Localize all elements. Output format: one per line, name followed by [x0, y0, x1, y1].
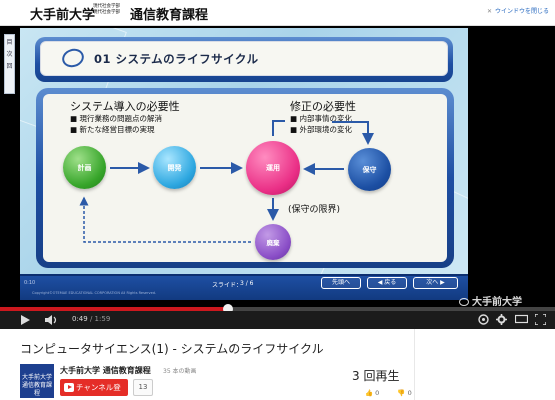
intro-item: ■ 現行業務の問題点の解消: [70, 114, 162, 123]
like-button[interactable]: 👍 0: [365, 389, 380, 397]
progress-played: [0, 307, 228, 311]
slide-footer-bar: [20, 274, 468, 300]
video-player[interactable]: 大手前大学 現代社会学部 現代社会学部 通信教育課程 ✕ウインドウを閉じる 目 …: [0, 0, 555, 329]
toc-tab-2[interactable]: 次: [6, 51, 13, 58]
revision-item: ■ 外部環境の変化: [290, 125, 352, 134]
slide-stage: 01 システムのライフサイクル システム導入の必要性 ■ 現行業務の問題点の解消…: [20, 28, 468, 300]
next-slide-button[interactable]: 次へ ▶: [413, 277, 458, 289]
current-time: 0:49: [72, 315, 88, 323]
toc-sidebar-tabs[interactable]: 目 次 回: [4, 34, 15, 94]
dislike-count: 0: [407, 389, 412, 397]
slide-title: 01 システムのライフサイクル: [94, 52, 259, 66]
watermark-logo-icon: [459, 298, 469, 306]
close-icon: ✕: [486, 8, 492, 15]
slide-title-panel: [40, 41, 448, 76]
intro-item: ■ 新たな経営目標の実現: [70, 125, 155, 134]
subtitles-icon[interactable]: [478, 314, 489, 325]
player-controls: 0:49 / 1:59: [0, 311, 555, 329]
youtube-icon: [64, 383, 74, 392]
video-header: 大手前大学 現代社会学部 現代社会学部 通信教育課程 ✕ウインドウを閉じる: [0, 0, 555, 26]
node-plan: 計画: [63, 146, 106, 189]
arrow-revision-to-maintain: [332, 121, 374, 145]
progress-bar[interactable]: [0, 304, 555, 314]
revision-item: ■ 内部事情の変化: [290, 114, 352, 123]
node-discard: 廃棄: [255, 224, 291, 260]
node-maintain: 保守: [348, 148, 391, 191]
close-window-link[interactable]: ✕ウインドウを閉じる: [486, 8, 549, 15]
subscriber-count: 13: [133, 379, 153, 396]
time-display: 0:49 / 1:59: [72, 315, 110, 323]
settings-icon[interactable]: [496, 314, 507, 325]
view-count: 3 回再生: [352, 369, 400, 383]
channel-watermark[interactable]: 大手前大学: [459, 293, 522, 308]
toc-tab-3[interactable]: 回: [6, 63, 13, 70]
theater-icon[interactable]: [515, 314, 528, 324]
previous-slide-button[interactable]: ◀ 戻る: [367, 277, 407, 289]
fullscreen-icon[interactable]: [535, 314, 546, 325]
university-logo: 大手前大学: [30, 8, 96, 23]
channel-name[interactable]: 大手前大学 通信教育課程: [60, 366, 151, 375]
duration: / 1:59: [89, 315, 111, 323]
arrow-discard-to-plan: [79, 196, 251, 243]
toc-tab-1[interactable]: 目: [6, 39, 13, 46]
progress-scrubber[interactable]: [223, 304, 233, 314]
video-title: コンピュータサイエンス(1) - システムのライフサイクル: [20, 342, 324, 356]
dislike-button[interactable]: 👎 0: [397, 389, 412, 397]
course-title: 通信教育課程: [130, 8, 209, 23]
first-slide-button[interactable]: 先頭へ: [321, 277, 361, 289]
arrow-operate-to-revision: [272, 120, 285, 136]
maintenance-limit-note: (保守の限界): [288, 205, 341, 215]
slide-number: 3 / 6: [240, 280, 254, 287]
slide-elapsed-time: 0:10: [24, 280, 36, 286]
revision-heading: 修正の必要性: [290, 100, 356, 113]
node-develop: 開発: [153, 146, 196, 189]
sidebar-divider: [414, 329, 415, 400]
subscribe-button[interactable]: チャンネル登録: [60, 379, 128, 396]
channel-video-count: 35 本の動画: [163, 368, 197, 375]
play-icon[interactable]: [20, 315, 30, 325]
slide-label: スライド：: [212, 282, 243, 289]
intro-heading: システム導入の必要性: [70, 100, 180, 113]
like-bar: 👍 0 👎 0: [365, 389, 428, 397]
channel-avatar[interactable]: 大手前大学 通信教育課程: [20, 364, 54, 398]
faculty-label: 現代社会学部 現代社会学部: [93, 4, 120, 15]
like-count: 0: [375, 389, 380, 397]
copyright-text: Copyright©OTEMAE EDUCATIONAL CORPORATION…: [32, 291, 157, 295]
node-operate: 運用: [246, 141, 300, 195]
lifecycle-arrows: [79, 120, 374, 243]
volume-icon[interactable]: [45, 315, 59, 325]
